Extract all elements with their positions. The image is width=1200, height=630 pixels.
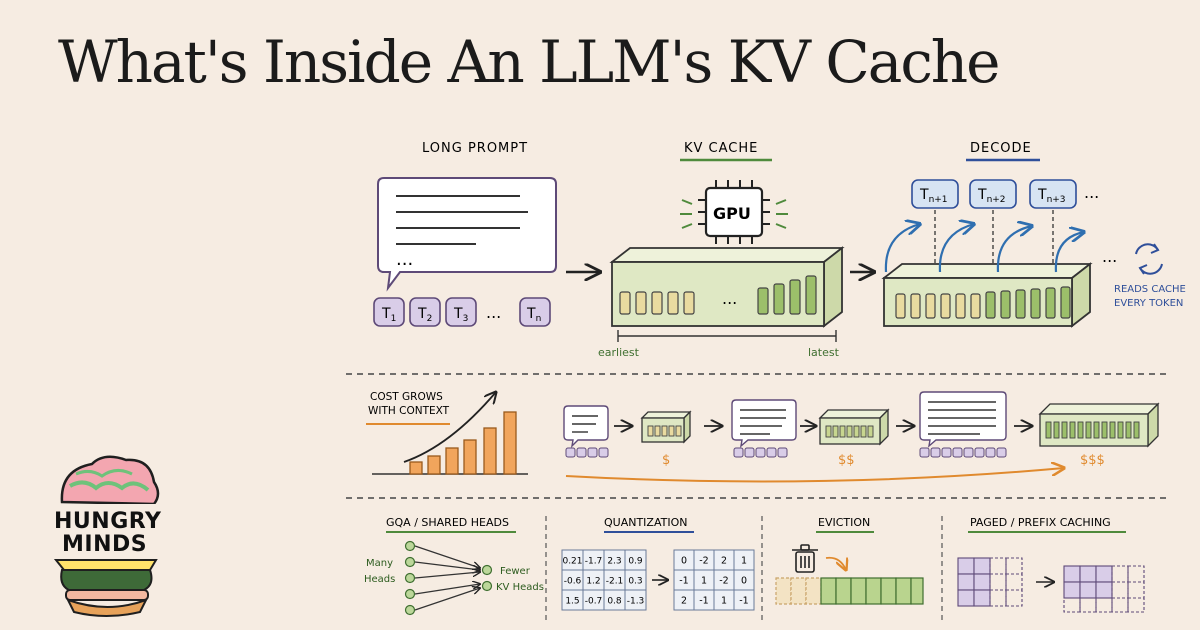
matrix-value: 0.8 xyxy=(607,597,622,607)
cost-growth-arrow xyxy=(565,468,1064,483)
decode-trailing-ellipsis: ... xyxy=(1102,247,1117,266)
cost-line-2: WITH CONTEXT xyxy=(368,405,450,417)
cost-label-1: $ xyxy=(662,453,670,468)
matrix-value: 0.9 xyxy=(628,557,643,567)
matrix-value: 0.21 xyxy=(562,557,582,567)
matrix-value: -1 xyxy=(699,596,708,607)
cost-stage-3-prompt xyxy=(919,391,1007,458)
matrix-value: 2.3 xyxy=(607,557,621,567)
quantization-title: QUANTIZATION xyxy=(604,516,687,529)
cost-stage-1-prompt xyxy=(563,405,609,458)
gqa-many-line-1: Many xyxy=(366,558,393,569)
matrix-cell xyxy=(733,589,755,611)
quant-after-grid: 0 -2 2 1 -1 1 -2 0 2 -1 1 -1 xyxy=(673,549,755,611)
gqa-many-line-2: Heads xyxy=(364,574,395,585)
matrix-value: 1.5 xyxy=(565,597,579,607)
eviction-title: EVICTION xyxy=(818,516,870,529)
logo-line-1: HUNGRY xyxy=(54,509,162,534)
paged-title: PAGED / PREFIX CACHING xyxy=(970,516,1111,529)
svg-text:Tn+3: Tn+3 xyxy=(1037,187,1066,205)
cost-line-1: COST GROWS xyxy=(370,391,443,403)
cost-bar-chart xyxy=(372,392,528,475)
cache-ellipsis: ... xyxy=(722,289,737,308)
matrix-value: -1.7 xyxy=(585,557,603,567)
prompt-token-ellipsis: ... xyxy=(486,303,501,322)
matrix-value: 1 xyxy=(741,556,747,567)
prompt-token-1: T1 xyxy=(373,297,405,327)
cache-range-bracket xyxy=(617,330,837,342)
svg-text:Tn: Tn xyxy=(526,306,541,324)
paged-blocks-after xyxy=(1063,565,1145,613)
gqa-heads-diagram xyxy=(404,540,493,616)
quant-before-grid: 0.21-1.7 2.3 0.9 -0.6 1.2 -2.1 0.3 1.5 -0.7 0.8 -1… xyxy=(561,549,647,611)
reads-cache-line-1: READS CACHE xyxy=(1114,284,1186,295)
gqa-title: GQA / SHARED HEADS xyxy=(386,516,509,529)
prompt-token-3: T3 xyxy=(445,297,477,327)
matrix-value: -2.1 xyxy=(606,577,624,587)
logo-line-2: MINDS xyxy=(62,532,147,557)
matrix-value: -0.7 xyxy=(585,597,603,607)
gpu-chip-icon: GPU xyxy=(680,180,788,244)
matrix-cell xyxy=(624,589,647,611)
decode-cache-block xyxy=(881,262,1093,328)
cost-stage-1-cache xyxy=(640,410,692,444)
trash-icon xyxy=(792,544,818,573)
matrix-value: 2 xyxy=(721,556,727,567)
cost-stage-2-cache xyxy=(818,408,890,446)
eviction-cache-row xyxy=(775,577,924,605)
decode-token-n2: Tn+2 xyxy=(969,179,1017,209)
cache-latest-label: latest xyxy=(808,346,840,359)
prompt-bubble: ... xyxy=(377,177,557,292)
kv-cache-heading: KV CACHE xyxy=(684,141,758,156)
svg-text:T3: T3 xyxy=(453,306,468,324)
matrix-value: -1.3 xyxy=(627,597,645,607)
matrix-value: 0 xyxy=(741,576,747,587)
decode-token-n1: Tn+1 xyxy=(911,179,959,209)
svg-text:T1: T1 xyxy=(381,306,396,324)
gqa-fewer-line-2: KV Heads xyxy=(496,582,544,593)
matrix-value: -2 xyxy=(699,556,708,567)
gpu-label: GPU xyxy=(713,204,751,223)
decode-more-ellipsis: ... xyxy=(1084,183,1099,202)
matrix-value: -0.6 xyxy=(564,577,582,587)
matrix-value: 1 xyxy=(701,576,707,587)
matrix-value: 2 xyxy=(681,596,687,607)
page-title: What's Inside An LLM's KV Cache xyxy=(58,28,1000,96)
matrix-value: 1 xyxy=(721,596,727,607)
gqa-fewer-line-1: Fewer xyxy=(500,566,531,577)
svg-text:Tn+2: Tn+2 xyxy=(977,187,1006,205)
decode-read-arrows xyxy=(884,224,1084,273)
prompt-token-n: Tn xyxy=(519,297,551,327)
long-prompt-heading: LONG PROMPT xyxy=(422,141,528,156)
cache-earliest-label: earliest xyxy=(598,346,640,359)
prompt-token-2: T2 xyxy=(409,297,441,327)
svg-text:T2: T2 xyxy=(417,306,432,324)
matrix-value: -2 xyxy=(719,576,728,587)
matrix-value: -1 xyxy=(739,596,748,607)
svg-text:Tn+1: Tn+1 xyxy=(919,187,948,205)
kv-cache-block: ... xyxy=(609,246,845,328)
cost-label-3: $$$ xyxy=(1080,453,1105,468)
reads-cache-line-2: EVERY TOKEN xyxy=(1114,298,1183,309)
prompt-ellipsis: ... xyxy=(396,249,413,270)
cost-label-2: $$ xyxy=(838,453,855,468)
paged-blocks-before xyxy=(957,557,1023,607)
matrix-value: 1.2 xyxy=(586,577,600,587)
matrix-value: -1 xyxy=(679,576,688,587)
cost-stage-3-cache xyxy=(1038,402,1160,448)
matrix-value: 0 xyxy=(681,556,687,567)
decode-token-n3: Tn+3 xyxy=(1029,179,1077,209)
eviction-arrow xyxy=(825,556,846,570)
matrix-value: 0.3 xyxy=(628,577,642,587)
cost-stage-2-prompt xyxy=(731,399,797,458)
decode-heading: DECODE xyxy=(970,141,1032,156)
hungry-minds-logo: HUNGRY MINDS xyxy=(50,455,162,617)
refresh-icon xyxy=(1135,243,1163,275)
